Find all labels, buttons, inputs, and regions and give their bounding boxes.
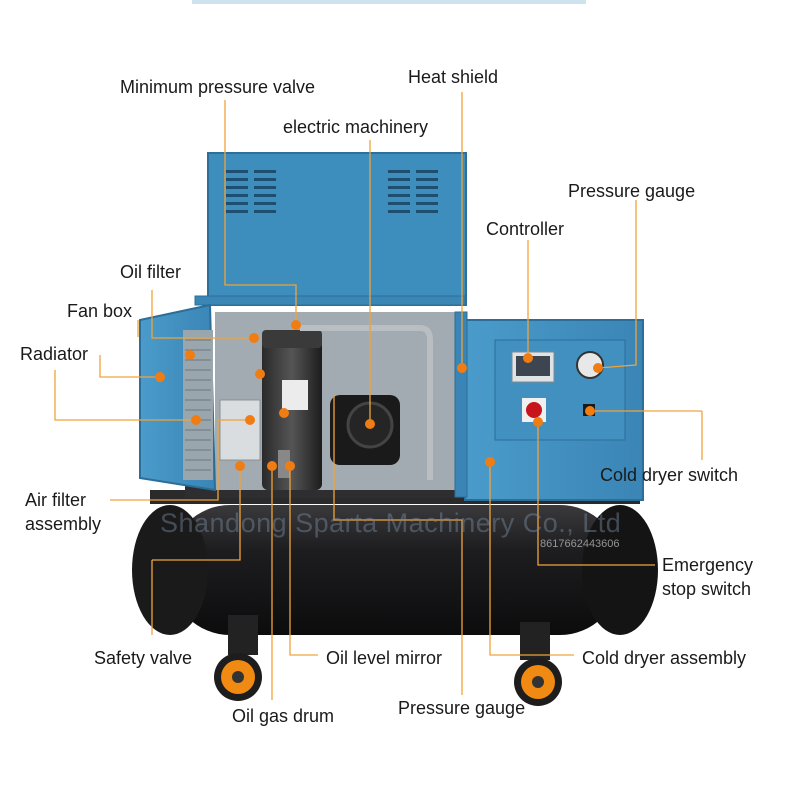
label-air-filter-line1: Air filter [25, 490, 87, 510]
label-oil-level-mirror: Oil level mirror [326, 648, 443, 668]
heat-shield-lid [194, 152, 467, 306]
wheel-left [214, 615, 262, 701]
left-door [139, 303, 217, 492]
label-controller: Controller [486, 219, 565, 239]
label-cold-dryer-assembly: Cold dryer assembly [582, 648, 747, 668]
label-air-filter-line2: assembly [25, 514, 102, 534]
watermark-company: Shandong Sparta Machinery Co., Ltd [160, 508, 622, 538]
top-accent-bar [192, 0, 586, 4]
label-emergency-stop-line1: Emergency [662, 555, 754, 575]
electric-motor [330, 395, 400, 465]
callout-dots [155, 320, 603, 471]
label-pressure-gauge-top: Pressure gauge [568, 181, 696, 201]
wheel-right [514, 622, 562, 706]
label-minimum-pressure-valve: Minimum pressure valve [120, 77, 316, 97]
label-emergency-stop-line2: stop switch [662, 579, 752, 599]
watermark-phone: 8617662443606 [540, 538, 620, 550]
label-safety-valve: Safety valve [94, 648, 193, 668]
label-pressure-gauge-bottom: Pressure gauge [398, 698, 526, 718]
oil-gas-drum [262, 330, 322, 490]
label-electric-machinery: electric machinery [283, 117, 429, 137]
label-oil-filter: Oil filter [120, 262, 182, 282]
label-heat-shield: Heat shield [408, 67, 499, 87]
leader-lines [54, 92, 703, 700]
label-radiator: Radiator [20, 344, 89, 364]
fan-box [219, 399, 261, 461]
label-cold-dryer-switch: Cold dryer switch [600, 465, 739, 485]
label-fan-box: Fan box [67, 301, 133, 321]
discharge-pipe [300, 325, 433, 480]
label-oil-gas-drum: Oil gas drum [232, 706, 335, 726]
control-cabinet [454, 311, 644, 501]
